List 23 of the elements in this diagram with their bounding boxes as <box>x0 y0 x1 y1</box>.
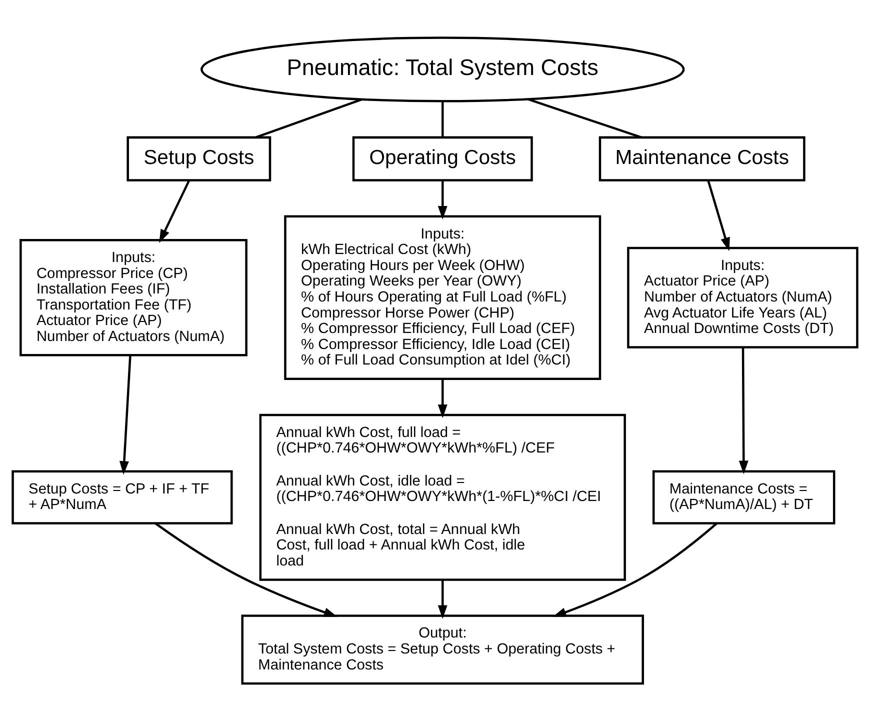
connector <box>528 98 642 138</box>
arrow <box>552 522 718 616</box>
arrow <box>707 180 730 251</box>
node-box: Setup Costs <box>126 136 272 181</box>
arrow <box>438 580 448 618</box>
node-box: Operating Costs <box>352 136 533 181</box>
node-box: Setup Costs = CP + IF + TF + AP*NumA <box>12 470 233 524</box>
arrow <box>155 522 338 616</box>
arrow <box>159 179 190 242</box>
node-box: Inputs: kWh Electrical Cost (kWh) Operating Hours per Week (OHW) Operating Weeks per Year (OWY) % of Hours Operating at Full Load (%FL) Compressor Horse Power (CHP) % Compressor Efficiency, Full Load (CEF) % Compressor Efficiency, Idle Load (CEI) % of Full Load Consumption at Idel (%CI) <box>284 214 602 380</box>
arrow <box>738 347 748 474</box>
node-box: Annual kWh Cost, full load = ((CHP*0.746*OHW*OWY*kWh*%FL) /CEF Annual kWh Cost, idle load = ((CHP*0.746*OHW*OWY*kWh*(1-%FL)*%CI /CEI Annual kWh Cost, total = Annual kWh Cost, full load + Annual kWh Cost, idle load <box>259 413 626 580</box>
node-box: Maintenance Costs <box>598 136 806 181</box>
node-box: Inputs: Actuator Price (AP) Number of Actuators (NumA) Avg Actuator Life Years (AL) Annual Downtime Costs (DT) <box>627 246 858 348</box>
arrow <box>438 180 448 220</box>
node-ellipse: Pneumatic: Total System Costs <box>200 36 685 102</box>
node-box: Output: Total System Costs = Setup Costs + Operating Costs + Maintenance Costs <box>241 614 644 684</box>
node-box: Maintenance Costs = ((AP*NumA)/AL) + DT <box>652 470 836 524</box>
connector <box>255 98 362 138</box>
connector <box>441 101 444 136</box>
node-box: Inputs: Compressor Price (CP) Installation Fees (IF) Transportation Fee (TF) Actuator Price (AP) Number of Actuators (NumA) <box>20 238 248 356</box>
arrow <box>438 378 448 418</box>
arrow <box>119 354 132 474</box>
